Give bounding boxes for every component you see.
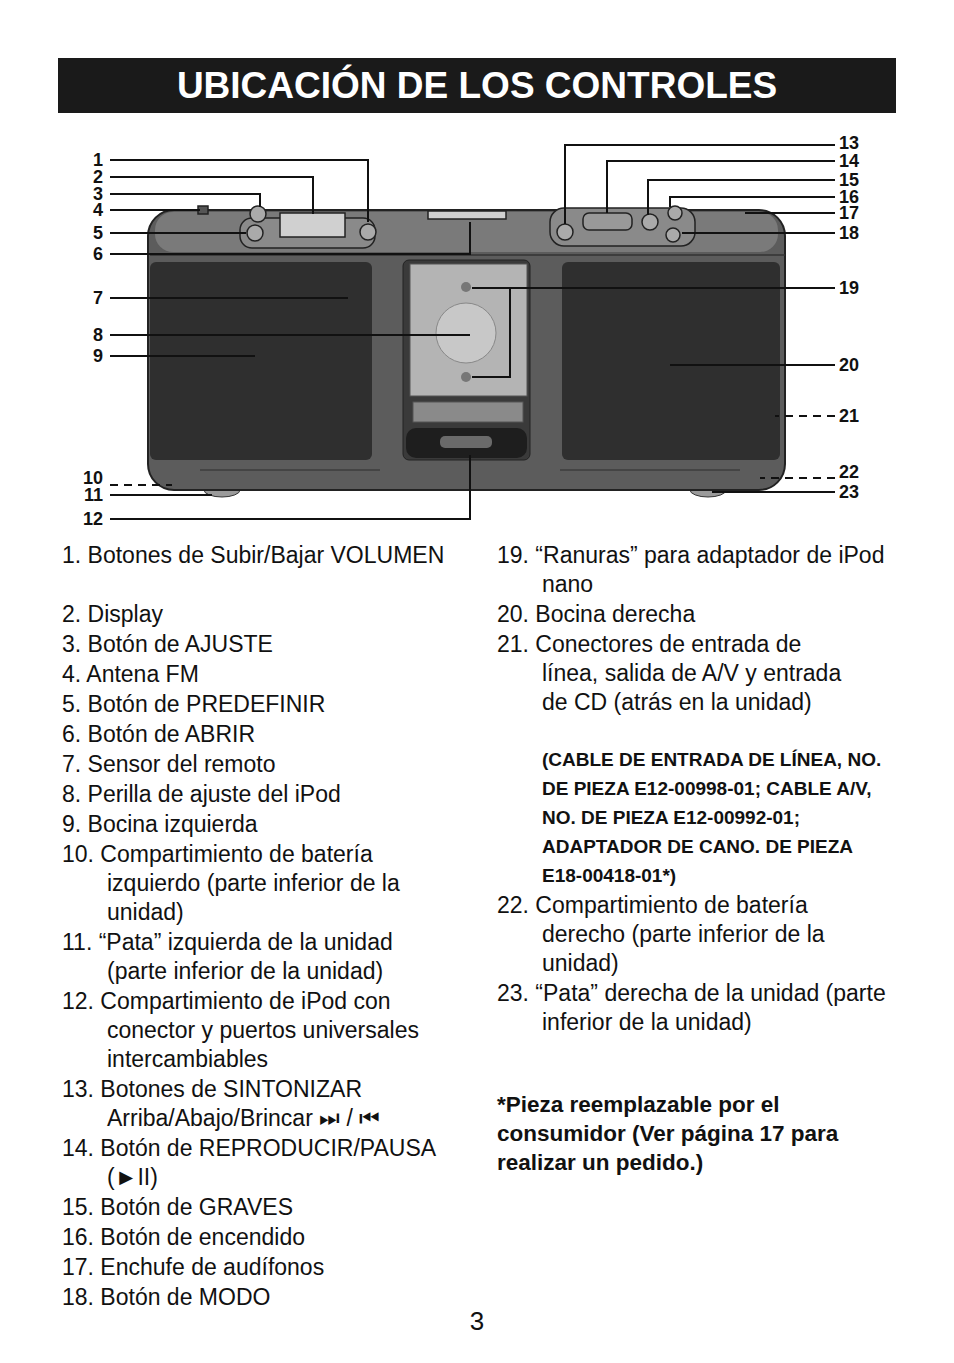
footnote: *Pieza reemplazable por el consumidor (V… (497, 1090, 887, 1177)
callout-number: 6 (93, 246, 103, 263)
part-number-note: (CABLE DE ENTRADA DE LÍNEA, NO. DE PIEZA… (542, 745, 897, 890)
control-item: 13. Botones de SINTONIZAR Arriba/Abajo/B… (62, 1075, 452, 1133)
callout-number: 17 (839, 205, 859, 222)
control-item: 22. Compartimiento de batería derecho (p… (497, 891, 897, 978)
callout-number: 12 (83, 511, 103, 528)
control-item: 12. Compartimiento de iPod con conector … (62, 987, 452, 1074)
control-item: 3. Botón de AJUSTE (62, 630, 452, 659)
callout-number: 7 (93, 290, 103, 307)
control-item: 23. “Pata” derecha de la unidad (parte i… (497, 979, 897, 1037)
control-item: 4. Antena FM (62, 660, 452, 689)
control-item: 21. Conectores de entrada de línea, sali… (497, 630, 857, 717)
callout-number: 15 (839, 172, 859, 189)
page-title: UBICACIÓN DE LOS CONTROLES (58, 58, 896, 113)
callout-number: 20 (839, 357, 859, 374)
callout-number: 5 (93, 225, 103, 242)
control-item: 19. “Ranuras” para adaptador de iPod nan… (497, 541, 897, 599)
callout-number: 16 (839, 189, 859, 206)
control-item: 1. Botones de Subir/Bajar VOLUMEN (62, 541, 452, 570)
speakers (150, 262, 780, 460)
control-item: 18. Botón de MODO (62, 1283, 452, 1312)
control-item: 11. “Pata” izquierda de la unidad (parte… (62, 928, 452, 986)
control-item: 20. Bocina derecha (497, 600, 897, 629)
callout-number: 1 (93, 152, 103, 169)
control-item: 9. Bocina izquierda (62, 810, 452, 839)
control-item: 15. Botón de GRAVES (62, 1193, 452, 1222)
callout-number: 14 (839, 153, 859, 170)
callout-number: 13 (839, 135, 859, 152)
callout-number: 4 (93, 202, 103, 219)
control-item: 10. Compartimiento de batería izquierdo … (62, 840, 452, 927)
control-item: 2. Display (62, 600, 452, 629)
control-item: 5. Botón de PREDEFINIR (62, 690, 452, 719)
leader-lines (110, 145, 835, 519)
control-item: 6. Botón de ABRIR (62, 720, 452, 749)
callout-number: 23 (839, 484, 859, 501)
top-controls (198, 206, 695, 248)
callout-number: 8 (93, 327, 103, 344)
callout-number: 21 (839, 408, 859, 425)
control-item: 7. Sensor del remoto (62, 750, 452, 779)
callout-number: 19 (839, 280, 859, 297)
callout-number: 3 (93, 186, 103, 203)
callout-number: 9 (93, 348, 103, 365)
page-number: 3 (470, 1306, 484, 1336)
callout-number: 22 (839, 464, 859, 481)
callout-number: 11 (84, 487, 103, 504)
control-item: 8. Perilla de ajuste del iPod (62, 780, 452, 809)
callout-number: 10 (83, 470, 103, 487)
callout-number: 18 (839, 225, 859, 242)
control-item: 14. Botón de REPRODUCIR/PAUSA (►II) (62, 1134, 452, 1192)
control-item: 17. Enchufe de audífonos (62, 1253, 452, 1282)
callout-number: 2 (93, 169, 103, 186)
control-item: 16. Botón de encendido (62, 1223, 452, 1252)
